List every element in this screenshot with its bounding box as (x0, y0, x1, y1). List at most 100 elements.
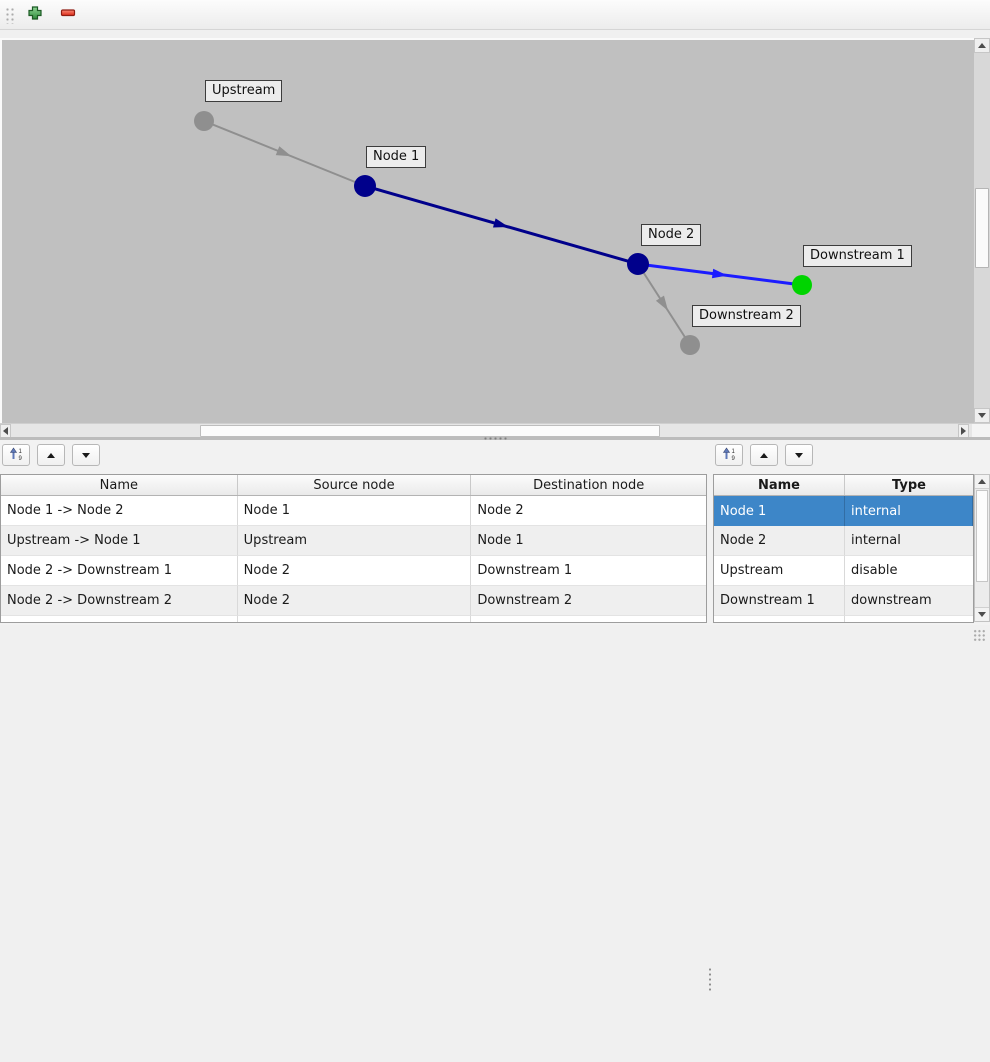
edge-arrow-icon (275, 146, 292, 157)
column-header-source-node[interactable]: Source node (238, 475, 472, 495)
toolbar (0, 0, 990, 30)
nodes-move-up-button[interactable] (750, 444, 778, 466)
cell-type[interactable]: internal (845, 496, 973, 526)
edges-move-down-button[interactable] (72, 444, 100, 466)
triangle-left-icon (3, 427, 8, 435)
graph-node-downstream-1[interactable] (792, 275, 812, 295)
node-label-downstream-1[interactable]: Downstream 1 (803, 245, 912, 267)
graph-node-downstream-2[interactable] (680, 335, 700, 355)
resize-grip[interactable] (973, 629, 986, 642)
cell-source[interactable]: Node 2 (237, 586, 472, 616)
triangle-down-icon (795, 452, 803, 458)
nodes-scrollbar-thumb[interactable] (976, 490, 988, 582)
cell-name[interactable]: Upstream (714, 556, 845, 586)
cell-source[interactable]: Upstream (237, 526, 472, 556)
horizontal-scrollbar-thumb[interactable] (200, 425, 660, 437)
nodes-move-down-button[interactable] (785, 444, 813, 466)
cell-name[interactable]: Node 1 -> Node 2 (1, 496, 238, 526)
node-label-upstream[interactable]: Upstream (205, 80, 283, 102)
svg-text:9: 9 (19, 456, 23, 461)
status-bar (0, 625, 990, 645)
cell-destination[interactable]: Node 2 (471, 496, 707, 526)
triangle-up-icon (978, 479, 986, 484)
scroll-down-button[interactable] (974, 408, 990, 423)
cell-name[interactable]: Node 1 (714, 496, 845, 526)
graph-node-node-2[interactable] (627, 253, 649, 275)
vertical-splitter[interactable] (707, 881, 713, 1062)
edge-arrow-icon (492, 218, 509, 228)
graph-node-upstream[interactable] (194, 111, 214, 131)
scroll-up-button[interactable] (975, 475, 989, 489)
cell-name[interactable]: Node 2 -> Downstream 1 (1, 556, 238, 586)
triangle-up-icon (760, 452, 768, 458)
scrollbar-corner (972, 423, 990, 438)
column-header-destination-node[interactable]: Destination node (533, 477, 645, 493)
triangle-down-icon (82, 452, 90, 458)
triangle-down-icon (978, 612, 986, 617)
plus-icon (27, 5, 43, 24)
scroll-right-button[interactable] (958, 424, 969, 438)
cell-name[interactable]: Node 2 (714, 526, 845, 556)
edge-arrow-icon (655, 295, 669, 311)
cell-destination[interactable]: Node 1 (471, 526, 707, 556)
graph-horizontal-scrollbar[interactable] (0, 423, 972, 438)
cell-name[interactable]: Upstream -> Node 1 (1, 526, 238, 556)
empty-row (714, 616, 973, 622)
cell-type[interactable]: downstream (844, 586, 973, 616)
toolbar-drag-handle[interactable] (4, 5, 14, 24)
vertical-scrollbar-thumb[interactable] (975, 188, 989, 268)
cell-source[interactable]: Node 1 (237, 496, 472, 526)
horizontal-splitter[interactable] (0, 437, 990, 440)
column-header-type[interactable]: Type (892, 477, 926, 493)
column-header-name[interactable]: Name (714, 475, 845, 495)
graph-svg (194, 111, 812, 355)
cell-name[interactable]: Downstream 1 (714, 586, 845, 616)
splitter-handle-dots (708, 967, 712, 993)
edge-arrow-icon (711, 268, 728, 279)
cell-destination[interactable]: Downstream 1 (471, 556, 707, 586)
svg-text:9: 9 (732, 456, 736, 461)
triangle-right-icon (961, 427, 966, 435)
cell-type[interactable]: internal (844, 526, 973, 556)
triangle-up-icon (978, 43, 986, 48)
cell-name[interactable]: Node 2 -> Downstream 2 (1, 586, 238, 616)
splitter-handle-dots (483, 437, 509, 440)
scroll-up-button[interactable] (974, 38, 990, 53)
node-label-node-2[interactable]: Node 2 (641, 224, 702, 246)
edges-move-up-button[interactable] (37, 444, 65, 466)
node-label-downstream-2[interactable]: Downstream 2 (692, 305, 801, 327)
scroll-down-button[interactable] (975, 607, 989, 621)
node-label-node-1[interactable]: Node 1 (366, 146, 427, 168)
graph-vertical-scrollbar[interactable] (974, 38, 990, 423)
cell-source[interactable]: Node 2 (237, 556, 472, 586)
triangle-up-icon (47, 452, 55, 458)
graph-node-node-1[interactable] (354, 175, 376, 197)
minus-icon (60, 5, 76, 24)
remove-button[interactable] (56, 3, 80, 27)
triangle-down-icon (978, 413, 986, 418)
cell-destination[interactable]: Downstream 2 (471, 586, 707, 616)
scroll-left-button[interactable] (0, 424, 11, 438)
column-header-name[interactable]: Name (1, 475, 238, 495)
cell-type[interactable]: disable (844, 556, 973, 586)
add-button[interactable] (23, 3, 47, 27)
nodes-table-scrollbar[interactable] (974, 474, 990, 622)
svg-text:1: 1 (732, 449, 736, 455)
